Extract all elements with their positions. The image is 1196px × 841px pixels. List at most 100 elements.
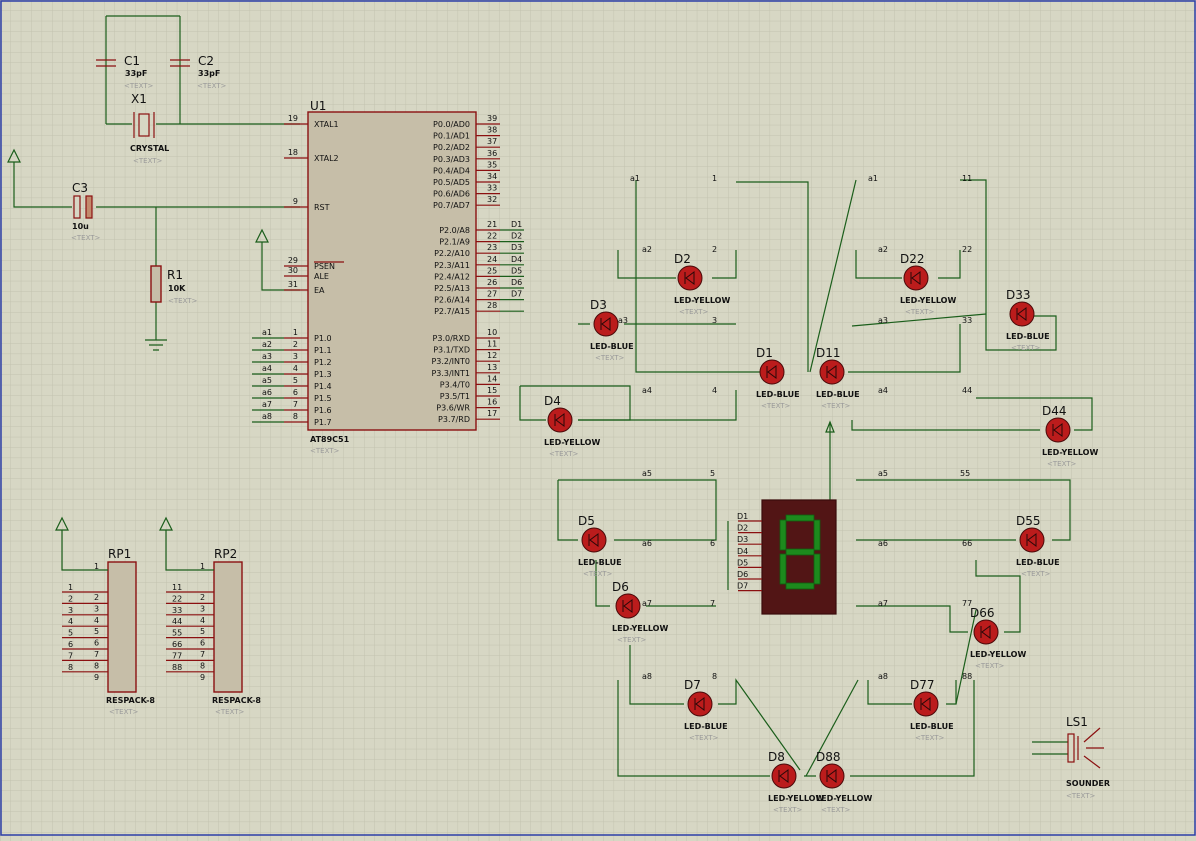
mcu-pin-number: 14 <box>487 374 497 383</box>
led-ref: D77 <box>910 678 935 692</box>
mcu-pin-number: 25 <box>487 266 497 275</box>
led-icon <box>581 527 607 553</box>
svg-text:5: 5 <box>94 627 99 636</box>
display-pin-label: D3 <box>737 535 748 544</box>
mcu-pin-name: P3.2/INT0 <box>431 357 470 366</box>
mcu-pin-name: P0.1/AD1 <box>433 132 470 141</box>
led-ref: D33 <box>1006 288 1031 302</box>
led-value: LED-YELLOW <box>970 650 1026 659</box>
capacitor-c3[interactable]: C3 10u <TEXT> <box>71 181 101 242</box>
respack-net-label: 2 <box>68 594 73 603</box>
mcu-pin-name: RST <box>314 203 330 212</box>
mcu-pin-name: P1.5 <box>314 394 332 403</box>
text-placeholder: <TEXT> <box>821 402 851 410</box>
mcu-pin-name: P3.3/INT1 <box>431 369 470 378</box>
text-placeholder: <TEXT> <box>1066 792 1096 800</box>
text-placeholder: <TEXT> <box>679 308 709 316</box>
svg-text:4: 4 <box>94 616 99 625</box>
led-ref: D5 <box>578 514 595 528</box>
led-ref: D4 <box>544 394 561 408</box>
led-net-label: a3 <box>878 316 888 325</box>
capacitor-c1[interactable]: C1 33pF <TEXT> <box>96 54 154 90</box>
resistor-r1[interactable]: R1 10K <TEXT> <box>150 265 198 305</box>
power-terminal-icon <box>55 516 69 531</box>
mcu-pin-name: P1.2 <box>314 358 332 367</box>
mcu-pin-number: 31 <box>288 280 298 289</box>
ls1-ref: LS1 <box>1066 715 1088 729</box>
svg-text:5: 5 <box>200 627 205 636</box>
respack-part: RESPACK-8 <box>212 696 261 705</box>
p1-net-label: a5 <box>262 376 272 385</box>
led-net-label: a4 <box>642 386 652 395</box>
respack-net-label: 7 <box>68 651 73 660</box>
display-pin-label: D4 <box>737 547 748 556</box>
led-net-label: 2 <box>712 245 717 254</box>
p1-net-label: a8 <box>262 412 272 421</box>
svg-text:2: 2 <box>200 593 205 602</box>
p2-net-label: D4 <box>511 255 522 264</box>
p1-net-label: a7 <box>262 400 272 409</box>
led-icon <box>903 265 929 291</box>
sounder-ls1[interactable]: LS1 SOUNDER <TEXT> <box>1032 715 1110 800</box>
led-net-label: 8 <box>712 672 717 681</box>
led-net-label: a6 <box>878 539 888 548</box>
led-net-label: 22 <box>962 245 972 254</box>
text-placeholder: <TEXT> <box>915 734 945 742</box>
led-net-label: 66 <box>962 539 972 548</box>
led-net-label: a8 <box>642 672 652 681</box>
led-group: D1LED-BLUE<TEXT>D11LED-BLUE<TEXT>D2LED-Y… <box>544 252 1098 814</box>
respack-2[interactable]: RP2RESPACK-8<TEXT>1112223334445556667778… <box>159 516 261 716</box>
mcu-pin-name: P1.1 <box>314 346 332 355</box>
led-icon <box>759 359 785 385</box>
mcu-pin-name: P3.0/RXD <box>433 334 470 343</box>
mcu-pin-number: 4 <box>293 364 298 373</box>
mcu-u1[interactable]: U1 AT89C51 <TEXT> 19XTAL118XTAL29RST29PS… <box>252 99 524 455</box>
crystal-x1[interactable]: X1 CRYSTAL <TEXT> <box>130 92 169 165</box>
r1-ref: R1 <box>167 268 183 282</box>
led-value: LED-BLUE <box>1006 332 1050 341</box>
svg-text:4: 4 <box>200 616 205 625</box>
capacitor-c2[interactable]: C2 33pF <TEXT> <box>170 54 227 90</box>
svg-text:9: 9 <box>200 673 205 682</box>
text-placeholder: <TEXT> <box>124 82 154 90</box>
text-placeholder: <TEXT> <box>595 354 625 362</box>
mcu-pin-number: 26 <box>487 278 497 287</box>
mcu-pin-number: 34 <box>487 172 497 181</box>
p2-net-label: D6 <box>511 278 522 287</box>
respack-net-label: 8 <box>68 663 73 672</box>
respack-part: RESPACK-8 <box>106 696 155 705</box>
display-pin-label: D6 <box>737 570 748 579</box>
mcu-pin-number: 11 <box>487 340 497 349</box>
mcu-pin-name: P2.2/A10 <box>434 249 470 258</box>
c2-value: 33pF <box>198 69 220 78</box>
mcu-pin-number: 17 <box>487 409 497 418</box>
mcu-pin-name: P1.3 <box>314 370 332 379</box>
svg-text:7: 7 <box>94 650 99 659</box>
svg-text:8: 8 <box>200 661 205 670</box>
led-ref: D2 <box>674 252 691 266</box>
respack-net-label: 66 <box>172 640 182 649</box>
c3-ref: C3 <box>72 181 88 195</box>
respack-net-label: 3 <box>68 606 73 615</box>
